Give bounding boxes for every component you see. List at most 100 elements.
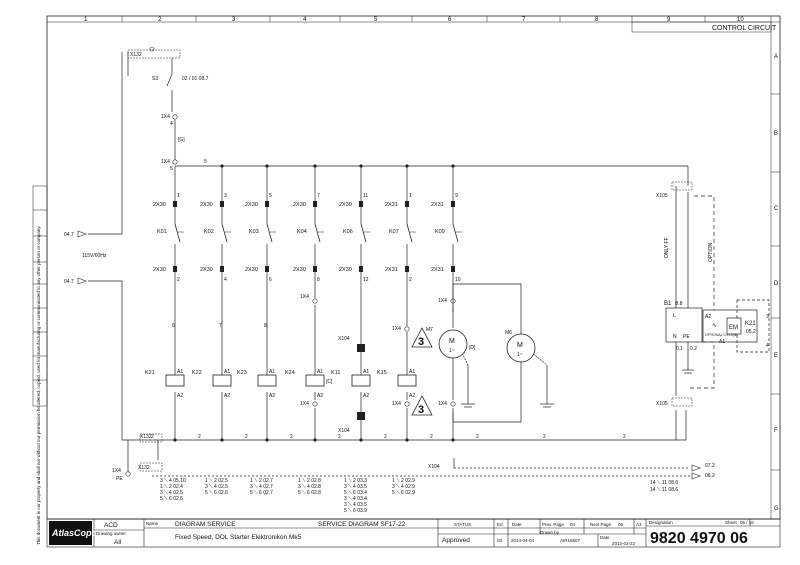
bottom-ref-1: 07.2 xyxy=(705,463,715,469)
col-label-5: 5 xyxy=(374,17,378,23)
coil-terminal-a2: A2 xyxy=(224,393,230,399)
status-label: STATUS xyxy=(454,522,471,527)
coil-terminal-a1: A1 xyxy=(409,369,415,375)
contact-reference: 1 ⟍ 2 03.3 xyxy=(344,478,367,484)
terminal-number-bottom: 12 xyxy=(363,277,369,283)
drawn-by-label: Drawn by xyxy=(540,530,560,535)
coil-label: K15 xyxy=(377,370,387,376)
wire-number-2: 2 xyxy=(430,434,433,440)
date2-value: 2012-03-22 xyxy=(612,541,636,546)
sheet-title-box xyxy=(631,21,772,33)
coil-terminal-a2: A2 xyxy=(363,393,369,399)
k21-label: K21 xyxy=(745,321,756,327)
contact-reference: 3 ⟍ 4 02.9 xyxy=(392,484,415,490)
contact-reference: 3 ⟍ 4 05.10 xyxy=(160,478,186,484)
coil-label: K22 xyxy=(192,370,202,376)
coil-terminal-a2: A2 xyxy=(317,393,323,399)
terminal-icon xyxy=(149,46,155,52)
terminal-1x4-k15-bot: 1X4 xyxy=(392,401,401,407)
contactor-label: K09 xyxy=(435,229,445,235)
sheet-value: 05 / 16 xyxy=(740,520,754,525)
terminal-number-top: 11 xyxy=(363,193,368,199)
contact-reference: 3 ⟍ 4 02.8 xyxy=(298,484,321,490)
contactor-label: K07 xyxy=(389,229,399,235)
terminal-block-bottom xyxy=(265,266,269,272)
supply-ref-top: 04.7 xyxy=(64,232,74,238)
contactor-label: K01 xyxy=(157,229,167,235)
contact-gap xyxy=(171,224,179,244)
supply-voltage: 115V/60Hz xyxy=(82,253,107,259)
terminal-x104-b: X104 xyxy=(338,428,350,434)
terminal-num-5: 5 xyxy=(170,166,173,172)
motor-m7-icon xyxy=(438,329,468,359)
terminal-number-bottom: 2 xyxy=(177,277,180,283)
paper-size: A3 xyxy=(636,522,642,527)
wire-number-5: 5 xyxy=(204,159,207,165)
terminal-block-bottom xyxy=(405,266,409,272)
terminal-block-top xyxy=(405,201,409,207)
wire-number-2: 2 xyxy=(338,434,341,440)
wire-number: 6 xyxy=(172,323,175,329)
contact-blade xyxy=(266,223,273,243)
contact-gap xyxy=(449,224,457,244)
sheet-label: Sheet xyxy=(725,520,738,525)
date-label: Date xyxy=(512,522,522,527)
motor-m7-letter: M xyxy=(449,338,455,345)
relay-coil-icon xyxy=(397,374,417,387)
date-value: 2014-04-04 xyxy=(511,538,535,543)
b1-l: L xyxy=(673,313,676,319)
motor-m6-letter: M xyxy=(517,342,523,349)
relay-coil-icon xyxy=(212,374,232,387)
contact-blade xyxy=(406,223,413,243)
switch-s3: S3 xyxy=(152,76,158,82)
motor-label-m6: M6 xyxy=(505,330,512,336)
contact-reference: 3 ⟍ 4 03.5 xyxy=(344,502,367,508)
col-label-10: 10 xyxy=(737,17,744,23)
wire-number-2: 2 xyxy=(543,434,546,440)
terminal-1x4-pe: 1X4 xyxy=(112,468,121,474)
terminal-strip-bottom: 2X30 xyxy=(200,267,213,273)
contactor-label: K03 xyxy=(249,229,259,235)
drawing-owner: All xyxy=(114,539,122,546)
terminal-icon xyxy=(404,401,410,407)
terminal-1x4-k07: 1X4 xyxy=(392,326,401,332)
sheet-title: CONTROL CIRCUIT xyxy=(712,25,777,32)
terminal-icon xyxy=(172,114,178,120)
terminal-strip-bottom: 2X30 xyxy=(339,267,352,273)
coil-terminal-a2: A2 xyxy=(409,393,415,399)
next-page-value: 06 xyxy=(618,522,624,527)
contact-reference: 1 ⟍ 2 02.4 xyxy=(160,484,183,490)
contact-reference: 5 ⟍ 6 02.6 xyxy=(205,490,228,496)
terminal-number-top: 9 xyxy=(455,193,458,199)
arrow-ref-icon xyxy=(691,464,701,472)
bottom-contact-2: 14 ⟍ 11 08.6 xyxy=(650,487,678,493)
motor-label-m7: M7 xyxy=(426,327,433,333)
terminal-1x4-k09: 1X4 xyxy=(438,298,447,304)
terminal-strip-bottom: 2X31 xyxy=(431,267,444,273)
contact-reference: 5 ⟍ 6 03.9 xyxy=(344,508,367,514)
terminal-strip-top: 2X30 xyxy=(153,202,166,208)
coil-terminal-a1: A1 xyxy=(363,369,369,375)
terminal-block-top xyxy=(220,201,224,207)
contact-blade xyxy=(360,223,367,243)
terminal-icon xyxy=(450,401,456,407)
s3-ref: 02 / 01 08.7 xyxy=(182,76,209,82)
terminal-1x4-a: 1X4 xyxy=(161,114,170,120)
terminal-strip-top: 2X31 xyxy=(431,202,444,208)
terminal-block-bottom xyxy=(451,266,455,272)
col-label-8: 8 xyxy=(595,17,599,23)
terminal-pe: PE xyxy=(116,476,123,482)
terminal-number-top: 1 xyxy=(409,193,412,199)
warning-number-a: 3 xyxy=(418,336,424,348)
row-label-b: B xyxy=(774,131,778,137)
company-logo-text: AtlasCopco xyxy=(51,528,103,538)
relay-coil-icon xyxy=(257,374,277,387)
wire-number-2: 2 xyxy=(290,434,293,440)
contact-blade xyxy=(452,223,459,243)
terminal-strip-top: 2X31 xyxy=(385,202,398,208)
coil-label: K11 xyxy=(331,370,340,376)
col-label-2: 2 xyxy=(158,17,162,23)
contact-reference: 3 ⟍ 4 02.7 xyxy=(250,484,273,490)
terminal-block-top xyxy=(313,201,317,207)
